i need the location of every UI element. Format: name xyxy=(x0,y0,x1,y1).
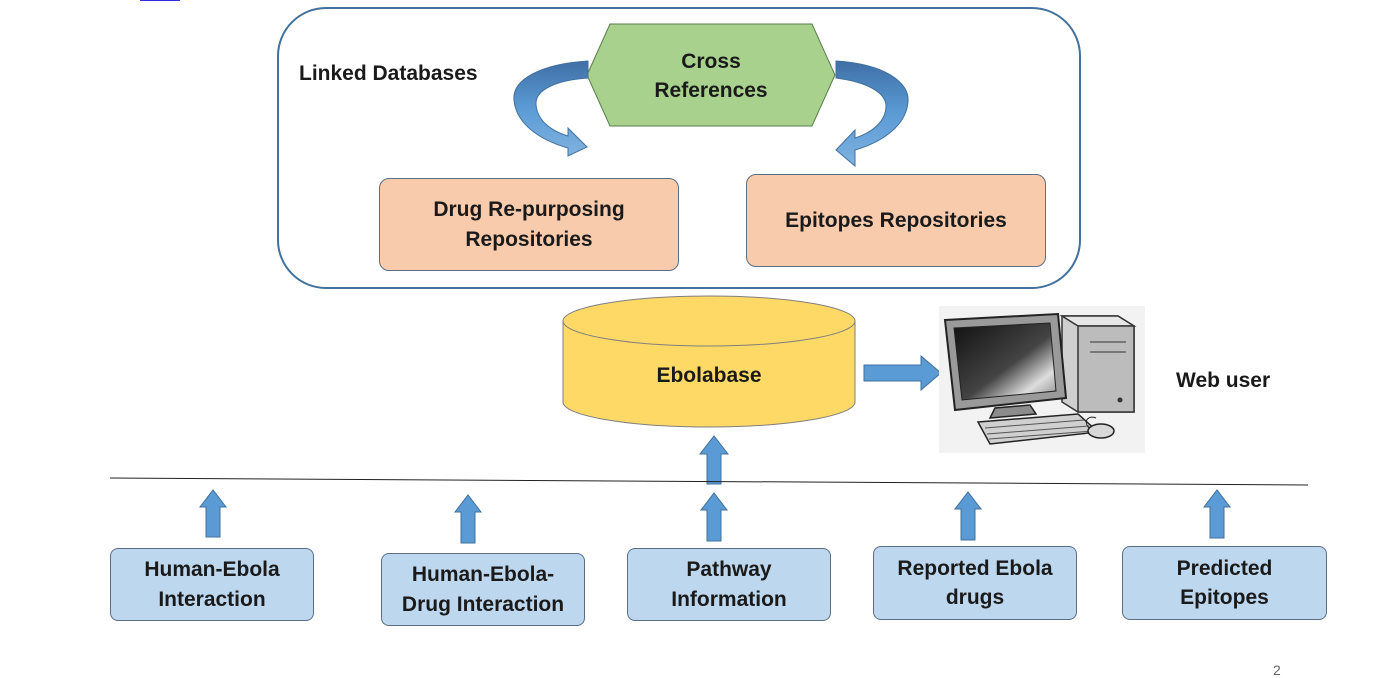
cross-references-hexagon xyxy=(586,23,836,127)
linked-databases-title: Linked Databases xyxy=(299,62,478,85)
web-user-label: Web user xyxy=(1176,369,1271,392)
arrow-to-web-user xyxy=(863,354,942,392)
source-box-human-ebola-drug-interaction: Human-Ebola- Drug Interaction xyxy=(381,553,585,626)
curved-arrow-right xyxy=(835,60,909,168)
source-box-reported-ebola-drugs: Reported Ebola drugs xyxy=(873,546,1077,620)
arrow-up-4 xyxy=(953,491,983,541)
divider-line xyxy=(109,477,1309,486)
arrow-up-5 xyxy=(1202,489,1232,539)
epitopes-repositories-box: Epitopes Repositories xyxy=(746,174,1046,267)
cross-references-label: Cross References xyxy=(654,49,768,102)
computer-icon xyxy=(939,306,1145,453)
arrow-up-3 xyxy=(699,492,729,542)
source-arrows xyxy=(198,489,1232,544)
page-number: 2 xyxy=(1273,662,1281,678)
drug-repurposing-box: Drug Re-purposing Repositories xyxy=(379,178,679,271)
arrow-into-ebolabase xyxy=(698,435,730,485)
ebolabase-label: Ebolabase xyxy=(656,364,762,388)
source-box-predicted-epitopes: Predicted Epitopes xyxy=(1122,546,1327,620)
source-box-human-ebola-interaction: Human-Ebola Interaction xyxy=(110,548,314,621)
curved-arrow-left xyxy=(513,60,589,157)
arrow-up-1 xyxy=(198,489,228,538)
arrow-up-2 xyxy=(453,494,483,544)
ebolabase-cylinder xyxy=(562,295,856,428)
source-box-pathway-information: Pathway Information xyxy=(627,548,831,621)
